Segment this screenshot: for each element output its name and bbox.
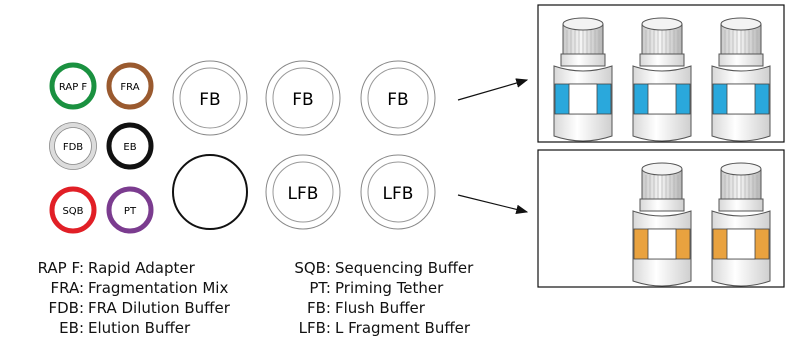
small-tube-sqb: SQB xyxy=(49,186,97,234)
small-tube-label: EB xyxy=(123,142,136,153)
reagent-bottle xyxy=(632,162,692,287)
small-tube-ring xyxy=(106,186,154,234)
small-tube-ring xyxy=(49,186,97,234)
legend-right: SQB:Sequencing Buffer PT:Priming Tether … xyxy=(280,258,473,338)
legend-item: EB:Elution Buffer xyxy=(59,319,191,337)
small-tube-fra: FRA xyxy=(106,62,154,110)
small-tube-rap-f: RAP F xyxy=(49,62,97,110)
small-tube-label: FDB xyxy=(63,142,83,153)
small-tube-label: PT xyxy=(124,206,137,217)
small-tube-label: FRA xyxy=(120,82,139,93)
large-tube-empty xyxy=(172,154,248,230)
reagent-bottle xyxy=(711,162,771,287)
legend-item: FB:Flush Buffer xyxy=(307,299,425,317)
legend-item: LFB:L Fragment Buffer xyxy=(298,319,471,337)
large-tube-label: LFB xyxy=(288,184,319,204)
large-tube-fb-3: FB xyxy=(360,60,436,136)
legend-item: SQB:Sequencing Buffer xyxy=(294,259,474,277)
large-tube-lfb-2: LFB xyxy=(360,154,436,230)
large-tube-label: FB xyxy=(292,90,313,110)
bottles-group xyxy=(553,17,771,287)
large-tube-fb-1: FB xyxy=(172,60,248,136)
large-tube-lfb-1: LFB xyxy=(265,154,341,230)
small-tube-fdb: FDB xyxy=(49,122,97,170)
arrow-to-fragment-bottles xyxy=(457,194,529,215)
legend-item: FDB:FRA Dilution Buffer xyxy=(48,299,230,317)
small-tube-ring xyxy=(49,122,97,170)
reagent-bottle xyxy=(632,17,692,142)
small-tube-ring xyxy=(49,62,97,110)
arrow-to-flush-bottles xyxy=(457,78,529,101)
legend-item: PT:Priming Tether xyxy=(309,279,444,297)
large-tube-label: FB xyxy=(199,90,220,110)
small-tube-eb: EB xyxy=(106,122,154,170)
large-tube-label: LFB xyxy=(383,184,414,204)
small-tube-label: RAP F xyxy=(59,82,88,93)
reagent-bottle xyxy=(711,17,771,142)
small-tube-ring xyxy=(106,62,154,110)
reagent-bottle xyxy=(553,17,613,142)
legend-item: FRA:Fragmentation Mix xyxy=(50,279,229,297)
large-tube-fb-2: FB xyxy=(265,60,341,136)
small-tube-label: SQB xyxy=(62,206,83,217)
legend-left: RAP F:Rapid Adapter FRA:Fragmentation Mi… xyxy=(8,258,230,338)
small-tube-ring xyxy=(106,122,154,170)
large-tube-label: FB xyxy=(387,90,408,110)
small-tube-pt: PT xyxy=(106,186,154,234)
legend-item: RAP F:Rapid Adapter xyxy=(37,259,195,277)
